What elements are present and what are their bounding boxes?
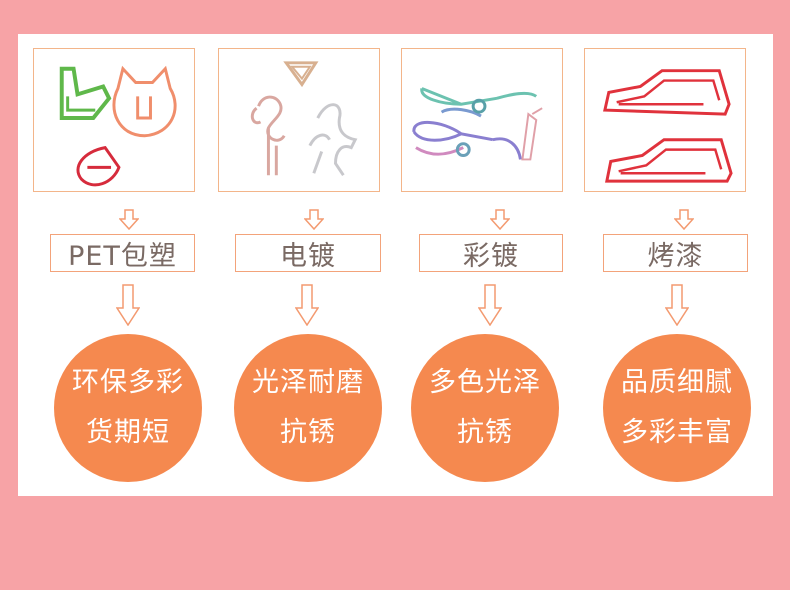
arrow-down-small-icon [674,209,694,231]
feature-circle-color-plating: 多色光泽 抗锈 [411,334,559,482]
feature-line-1: 光泽耐磨 [252,367,364,398]
label-baking-paint: 烤漆 [603,234,748,272]
feature-circle-pet: 环保多彩 货期短 [54,334,202,482]
label-electroplating-text: 电镀 [280,240,336,272]
label-color-plating: 彩镀 [419,234,563,272]
feature-line-2: 抗锈 [457,417,513,448]
label-electroplating: 电镀 [235,234,381,272]
animal-paper-clips-icon [59,65,177,187]
flamingo-paper-clips-icon [250,61,358,177]
label-pet-text: PET包塑 [68,240,177,272]
arrow-down-large-icon [295,284,319,326]
arrow-down-small-icon [490,209,510,231]
feature-line-1: 环保多彩 [72,367,184,398]
feature-circle-electroplating: 光泽耐磨 抗锈 [234,334,382,482]
label-color-plating-text: 彩镀 [463,240,519,272]
arrow-down-small-icon [119,209,139,231]
feature-line-2: 货期短 [86,417,170,448]
product-photo-color-plating [401,48,563,192]
arrow-down-large-icon [116,284,140,326]
feature-line-1: 品质细腻 [621,367,733,398]
feature-circle-baking-paint: 品质细腻 多彩丰富 [603,334,751,482]
feature-line-1: 多色光泽 [429,367,541,398]
label-pet: PET包塑 [50,234,195,272]
product-photo-electroplating [218,48,380,192]
product-photo-pet [33,48,195,192]
arrow-down-small-icon [304,209,324,231]
feature-line-2: 多彩丰富 [621,417,733,448]
label-baking-paint-text: 烤漆 [647,240,704,272]
content-panel: PET包塑 环保多彩 货期短 电镀 [18,34,773,496]
feature-line-2: 抗锈 [280,417,336,448]
iridescent-clips-icon [412,87,543,161]
product-photo-baking-paint [584,48,746,192]
car-paper-clips-icon [603,69,733,183]
arrow-down-large-icon [478,284,502,326]
arrow-down-large-icon [665,284,689,326]
